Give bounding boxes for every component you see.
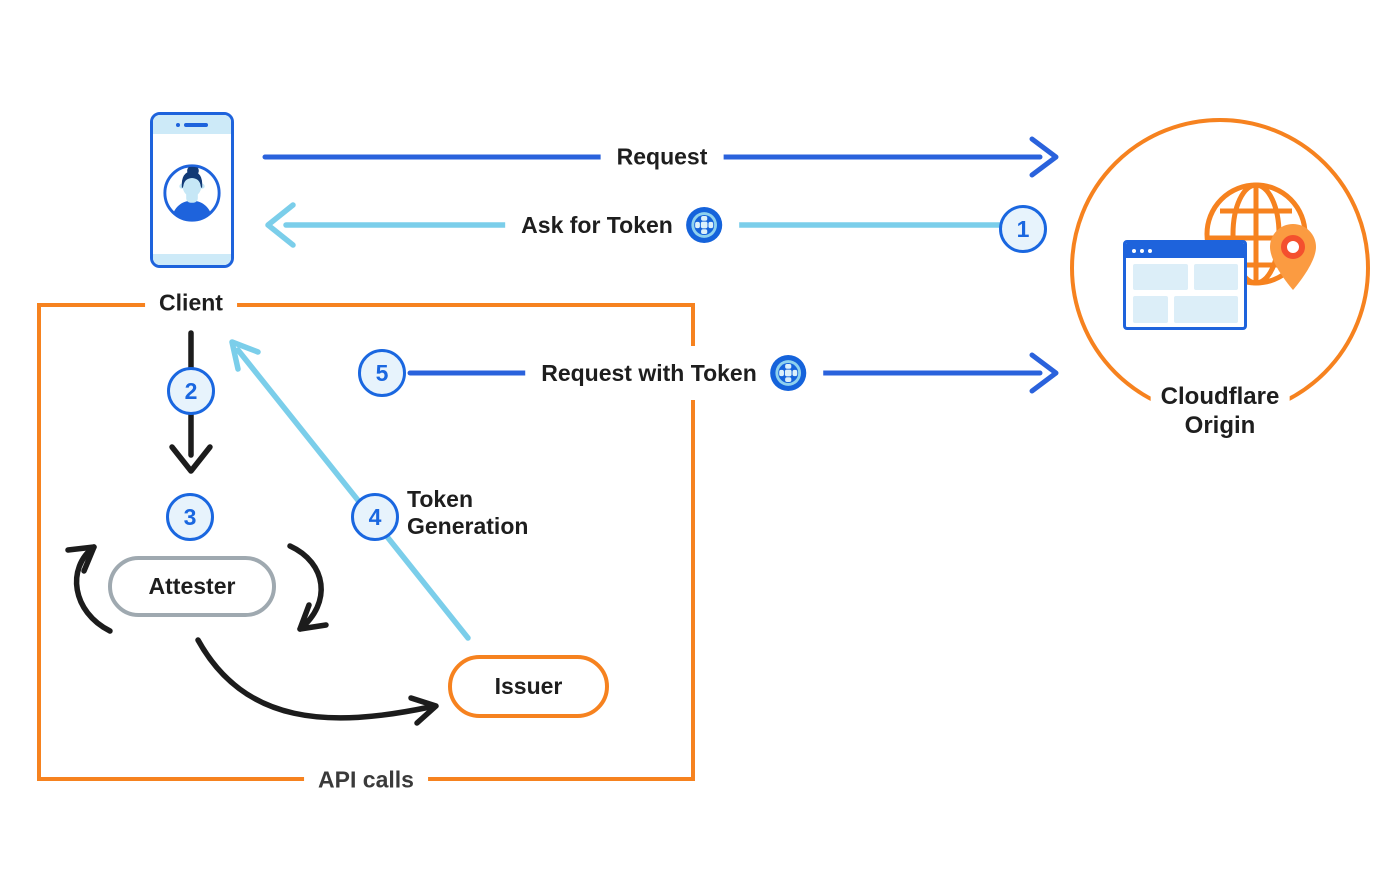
token-icon (685, 206, 722, 244)
user-avatar-icon (163, 164, 221, 222)
origin-label-line2: Origin (1184, 411, 1256, 439)
cloudflare-origin-label: Cloudflare Origin (1150, 381, 1290, 443)
attester-loop-left-arrow (65, 544, 113, 634)
browser-content-block (1133, 296, 1168, 323)
phone-topbar (153, 115, 231, 134)
attester-to-issuer-arrow (195, 637, 439, 726)
attester-node-label: Attester (148, 573, 236, 599)
origin-label-line1: Cloudflare (1160, 383, 1280, 410)
client-phone-icon (150, 112, 234, 268)
request-label-text: Request (616, 143, 708, 170)
phone-speaker-bar (184, 122, 208, 127)
browser-dot (1148, 248, 1152, 253)
browser-dot (1132, 248, 1136, 253)
browser-titlebar (1126, 243, 1244, 258)
request-label: Request (600, 141, 724, 173)
attester-loop-right-arrow (287, 543, 329, 632)
phone-camera-dot (176, 122, 180, 127)
request-with-token-label: Request with Token (525, 352, 823, 394)
step-badge-4: 4 (351, 493, 399, 541)
step-badge-5: 5 (358, 349, 406, 397)
browser-content-block (1194, 264, 1238, 290)
token-generation-arrow (229, 339, 471, 641)
ask-for-token-label: Ask for Token (505, 204, 739, 246)
browser-dot (1140, 248, 1144, 253)
browser-window-icon (1123, 240, 1247, 330)
request-with-token-label-text: Request with Token (541, 359, 757, 386)
attester-node: Attester (108, 556, 276, 617)
location-pin-icon (1270, 224, 1316, 290)
token-icon (769, 354, 806, 392)
browser-content-block (1133, 264, 1188, 290)
token-generation-label: Token Generation (407, 486, 529, 540)
issuer-node-label: Issuer (494, 673, 563, 699)
client-node-label: Client (145, 288, 237, 318)
api-calls-label: API calls (304, 765, 428, 795)
step-badge-2: 2 (167, 367, 215, 415)
step-badge-1: 1 (999, 205, 1047, 253)
browser-content-block (1174, 296, 1238, 323)
step-badge-3: 3 (166, 493, 214, 541)
ask-for-token-label-text: Ask for Token (521, 211, 673, 238)
phone-bottombar (153, 254, 231, 265)
issuer-node: Issuer (448, 655, 609, 718)
